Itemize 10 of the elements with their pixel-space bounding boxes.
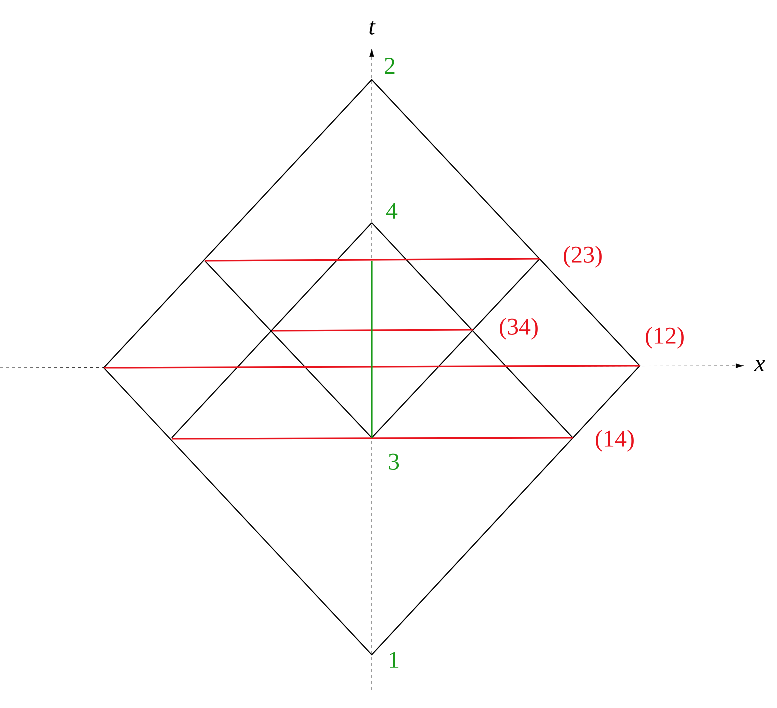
interval-label: (14) <box>596 430 634 452</box>
axis-label: t <box>370 21 376 35</box>
point-label: 1 <box>390 652 399 668</box>
interval-label: (34) <box>500 318 538 340</box>
point-label: 4 <box>386 203 398 219</box>
axis-label: x <box>754 360 766 372</box>
point-label: 2 <box>385 58 395 74</box>
interval-label: (23) <box>564 246 602 268</box>
interval-label: (12) <box>646 327 684 349</box>
point-label: 3 <box>389 454 400 470</box>
